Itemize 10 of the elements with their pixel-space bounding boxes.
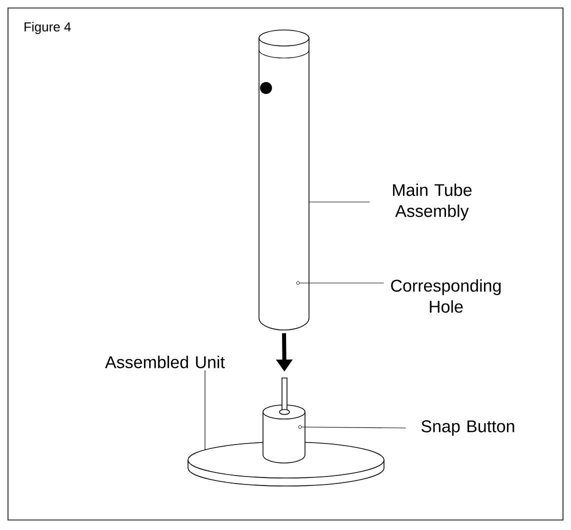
leader-line <box>204 370 206 450</box>
part-label: Corresponding Hole <box>391 279 501 313</box>
leader-line <box>299 282 384 284</box>
tube-drawing <box>258 30 310 330</box>
part-label: Assembled Unit <box>105 356 225 368</box>
part-label: Snap Button <box>422 420 514 436</box>
leader-line <box>301 426 406 428</box>
part-label: Main Tube Assembly <box>393 184 472 220</box>
hole <box>296 281 300 285</box>
figure-title: Figure 4 <box>24 22 71 34</box>
